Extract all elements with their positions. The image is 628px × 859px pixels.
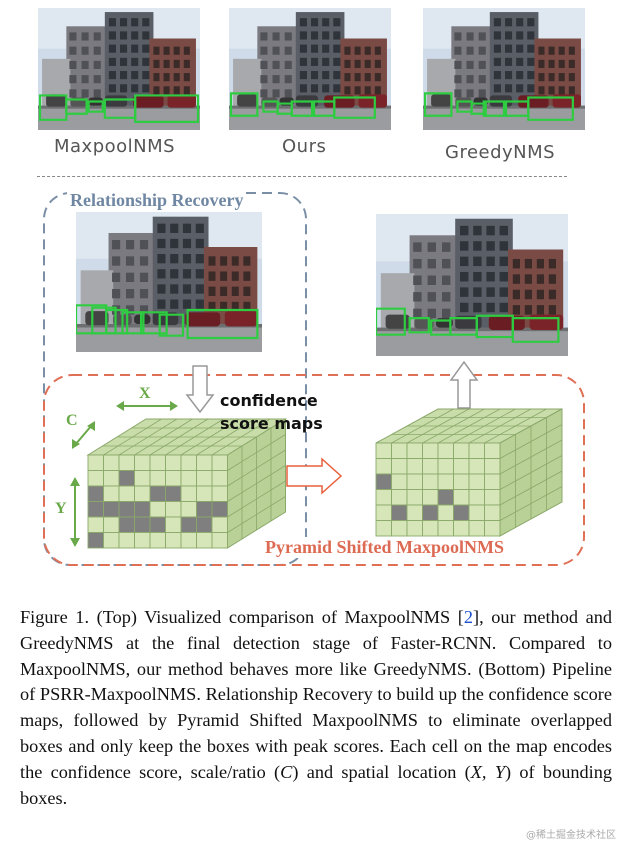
confidence-label-line1: confidence: [220, 391, 318, 410]
photo-relationship-input: [76, 212, 262, 352]
caption-c: C: [280, 761, 293, 782]
down-arrow: [185, 365, 215, 414]
figure-caption: Figure 1. (Top) Visualized comparison of…: [20, 605, 612, 811]
pipeline-diagram: [43, 192, 585, 566]
confidence-cube-left: [86, 418, 288, 549]
caption-part3: ) and spatial location (: [292, 761, 471, 782]
x-axis-arrow: [116, 401, 178, 411]
label-ours: Ours: [282, 136, 327, 157]
photo-greedynms: [423, 8, 585, 130]
photo-maxpoolnms: [38, 8, 200, 130]
right-arrow: [286, 457, 343, 495]
relationship-recovery-title: Relationship Recovery: [67, 190, 247, 211]
caption-part4: ) of bounding boxes.: [20, 761, 612, 808]
caption-part1: Figure 1. (Top) Visualized comparison of…: [20, 607, 464, 627]
y-axis-arrow: [70, 477, 80, 547]
photo-ours: [229, 8, 391, 130]
pyramid-frame: [43, 374, 585, 566]
axis-c-label: C: [66, 412, 78, 429]
confidence-cube-right: [375, 408, 563, 537]
dashed-separator: [37, 176, 567, 177]
label-maxpoolnms: MaxpoolNMS: [54, 136, 176, 157]
citation-link[interactable]: 2: [463, 607, 473, 627]
caption-part2: ], our method and GreedyNMS at the final…: [20, 607, 613, 782]
photo-final-output: [376, 214, 568, 356]
up-arrow: [449, 360, 479, 409]
c-axis-arrow: [72, 421, 95, 449]
label-greedynms: GreedyNMS: [445, 142, 556, 163]
pyramid-title: Pyramid Shifted MaxpoolNMS: [262, 537, 508, 558]
watermark: @稀土掘金技术社区: [526, 830, 616, 841]
confidence-label-line2: score maps: [220, 414, 323, 433]
caption-xy: X, Y: [470, 761, 505, 782]
axis-x-label: X: [139, 385, 151, 402]
axis-y-label: Y: [55, 500, 67, 517]
